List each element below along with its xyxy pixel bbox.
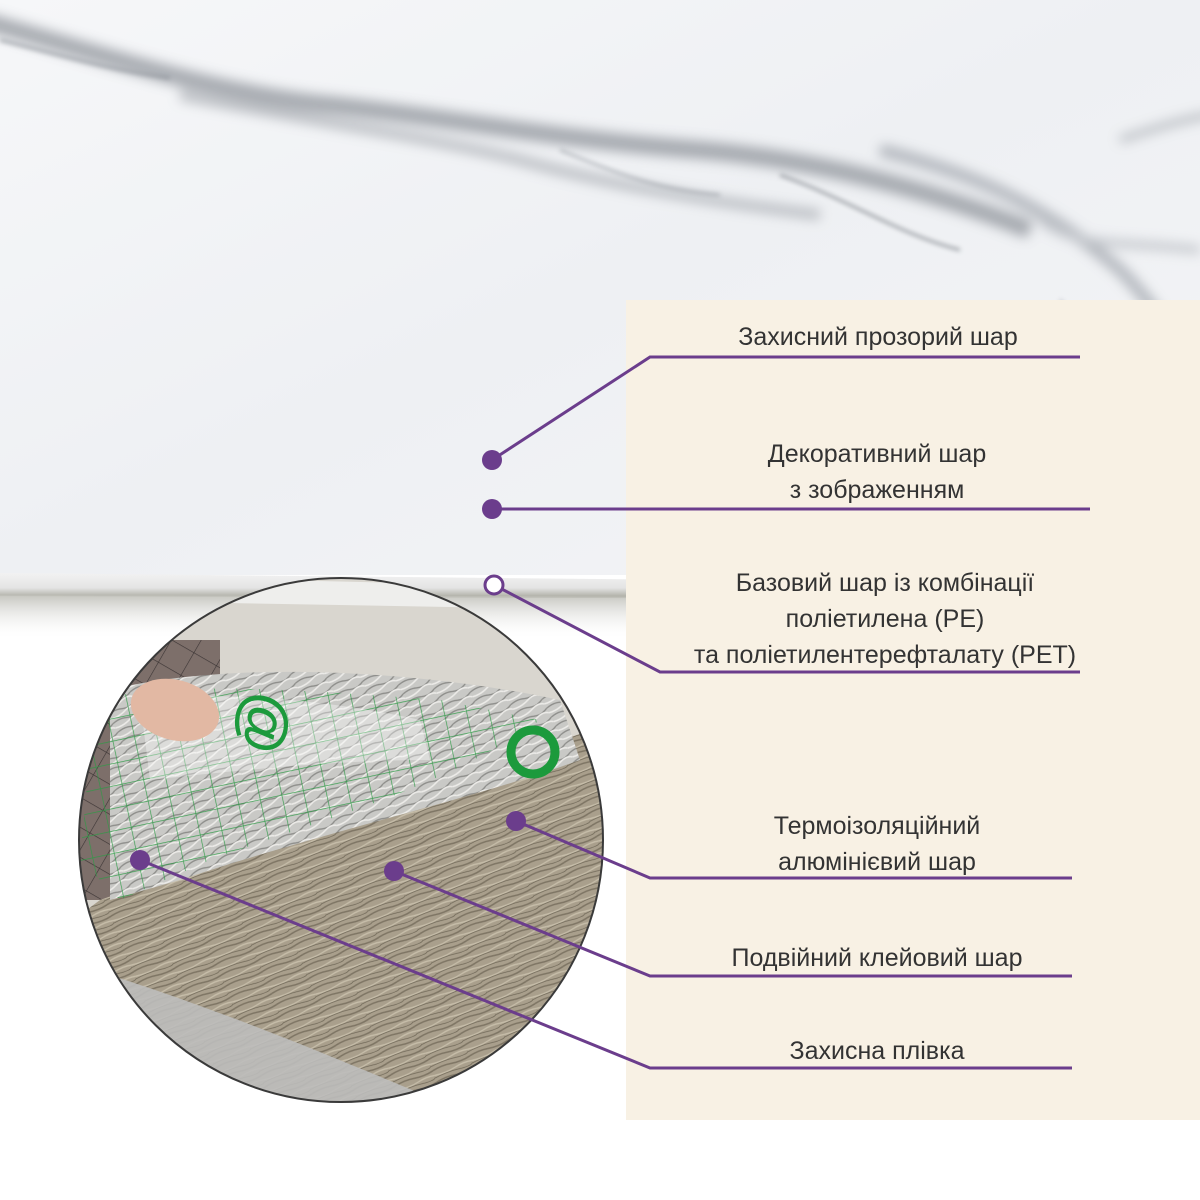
marker-base-layer <box>483 574 505 596</box>
info-panel <box>626 300 1200 1120</box>
connector-protective-film <box>139 858 1072 1070</box>
film-logo-2 <box>506 725 560 779</box>
marker-double-adhesive-layer <box>384 861 404 881</box>
label-decorative-layer: Декоративний шар з зображенням <box>767 440 987 504</box>
connector-thermal-aluminium-layer <box>515 819 1072 880</box>
film-logo-1: @ <box>226 688 304 760</box>
connector-protective-clear-layer <box>491 355 1080 462</box>
label-thermal-aluminium-layer: Термоізоляційний алюмінієвий шар <box>773 812 981 876</box>
connectors <box>130 355 1090 1070</box>
marker-protective-clear-layer <box>482 450 502 470</box>
marker-thermal-aluminium-layer <box>506 811 526 831</box>
label-protective-film: Захисна плівка <box>789 1037 965 1065</box>
zoom-detail: @ <box>79 578 603 1102</box>
marker-protective-film <box>130 850 150 870</box>
marker-decorative-layer <box>482 499 502 519</box>
label-double-adhesive-layer: Подвійний клейовий шар <box>731 944 1023 972</box>
mesh-film <box>80 688 540 900</box>
connector-base-layer <box>493 583 1080 674</box>
connector-double-adhesive-layer <box>393 869 1072 978</box>
label-base-layer: Базовий шар із комбінації поліетилена (P… <box>693 569 1077 669</box>
label-protective-clear-layer: Захисний прозорий шар <box>738 323 1018 351</box>
finger <box>130 678 220 742</box>
zoom-circle-border <box>78 577 604 1103</box>
